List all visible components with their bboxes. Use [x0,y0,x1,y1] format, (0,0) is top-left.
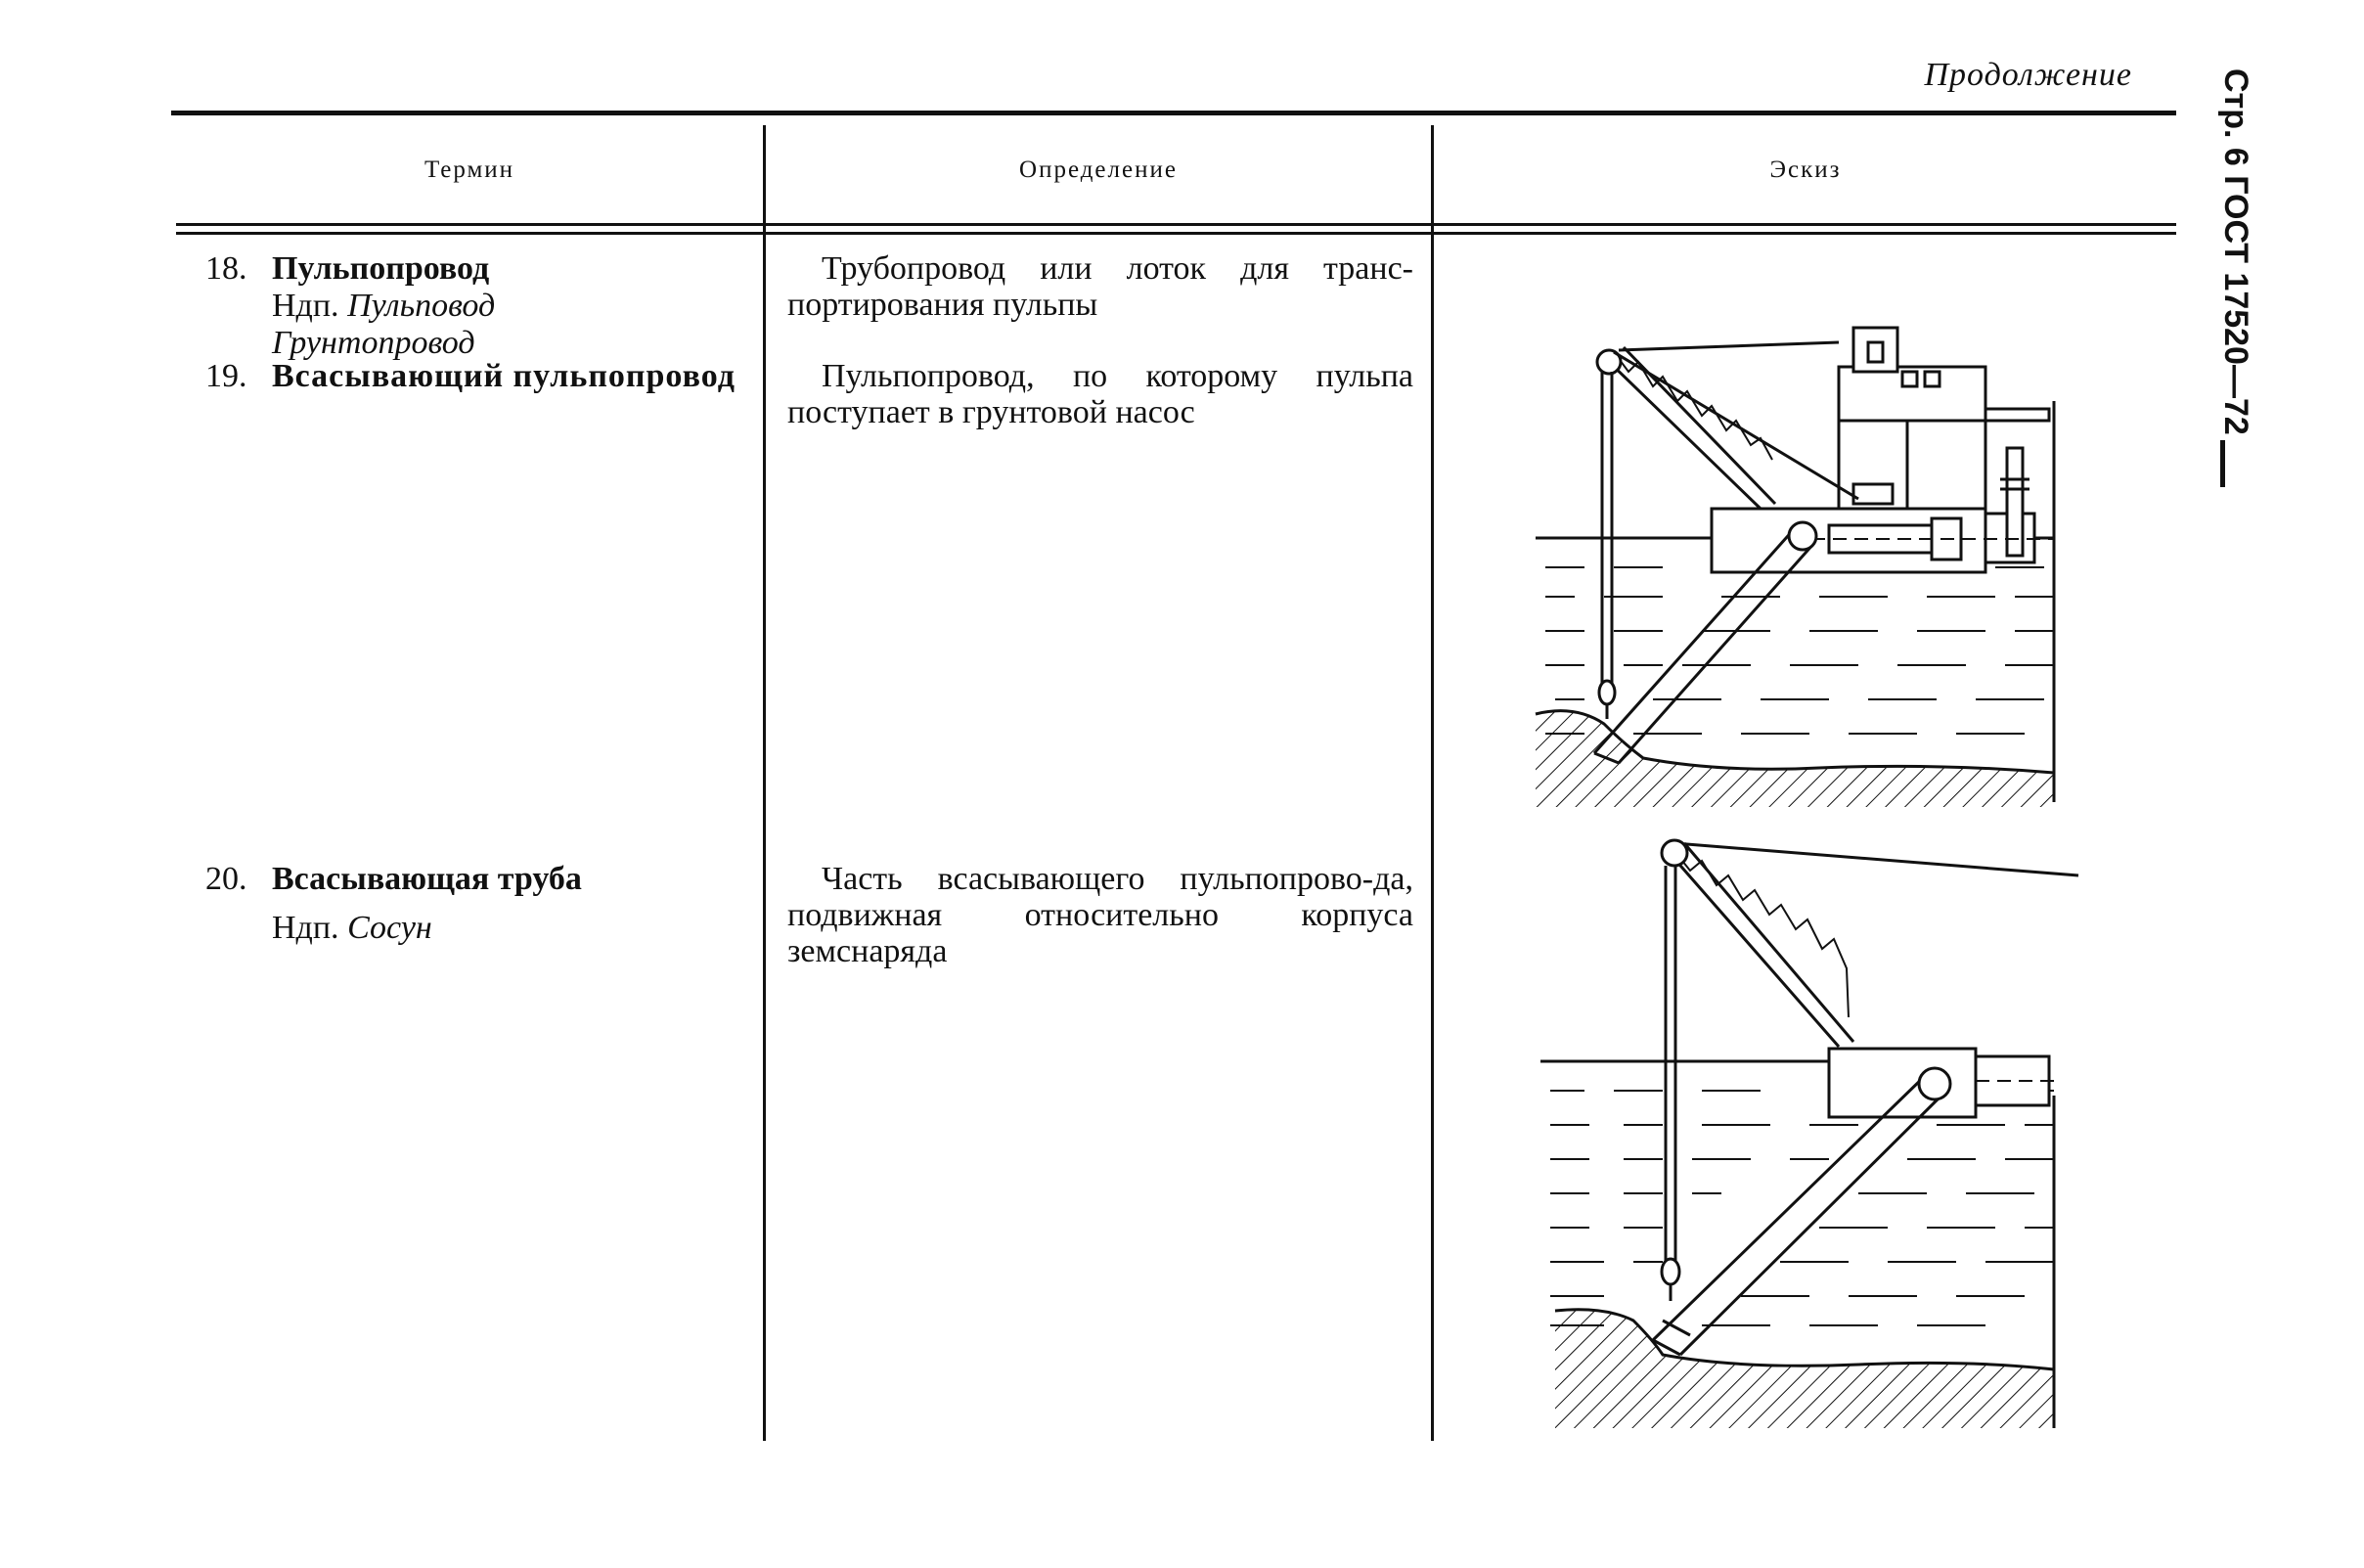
term-number: 18. [205,250,247,287]
column-divider-2 [1431,125,1434,1441]
definition-19: Пульпопровод, по которому пульпа поступа… [787,358,1413,430]
term-number: 19. [205,358,247,394]
term-title: Всасывающая труба [272,861,582,897]
definition-20: Часть всасывающего пульпопрово-да, подви… [787,861,1413,969]
ndp-term: Сосун [347,910,432,946]
term-19: 19. Всасывающий пульпопровод [205,358,763,395]
term-18: 18. Пульпопровод Ндп. Пульповод Грунтопро… [205,250,763,362]
continued-label: Продолжение [1924,57,2132,93]
column-header-definition: Определение [1019,157,1178,183]
definition-18: Трубопровод или лоток для транс-портиров… [787,250,1413,323]
ndp-prefix: Ндп. [272,910,339,946]
header-rule-1 [176,223,2176,226]
column-header-sketch: Эскиз [1769,157,1842,183]
term-title: Пульпопровод [272,250,490,287]
ndp-prefix: Ндп. [272,288,339,324]
sidebar-rule [2220,440,2225,487]
table-top-rule [171,111,2176,115]
column-divider-1 [763,125,766,1441]
ndp-term-2: Грунтопровод [272,325,475,361]
ndp-term: Пульповод [347,288,496,324]
term-number: 20. [205,861,247,897]
term-title: Всасывающий пульпопровод [272,358,736,394]
term-20: 20. Всасывающая труба Ндп. Сосун [205,861,763,947]
header-rule-2 [176,232,2176,235]
column-header-term: Термин [424,157,515,183]
